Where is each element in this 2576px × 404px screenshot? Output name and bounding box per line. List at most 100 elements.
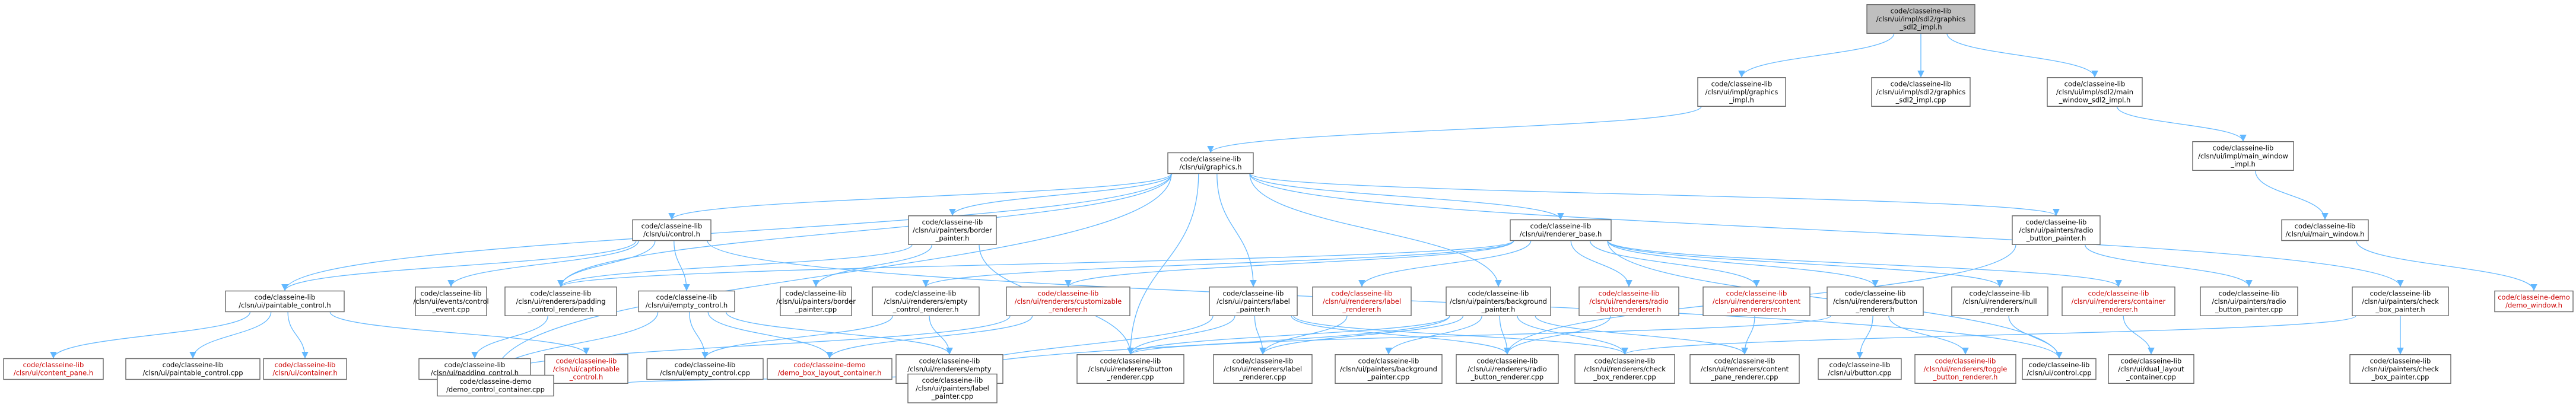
include-edge <box>1065 240 1514 288</box>
node-box <box>1866 4 1975 34</box>
include-edge <box>701 316 893 359</box>
graph-node-renderer-base-h[interactable]: code/classeine-lib/clsn/ui/renderer_base… <box>1510 219 1612 241</box>
node-label-line: /demo_box_layout_container.h <box>778 369 882 377</box>
graph-node-demo-box-layout-container-h[interactable]: code/classeine-demo/demo_box_layout_cont… <box>767 358 892 380</box>
graph-node-toggle-button-renderer-h[interactable]: code/classeine-lib/clsn/ui/renderers/tog… <box>1914 354 2016 384</box>
node-label-line: code/classeine-lib <box>556 357 617 365</box>
graph-node-content-pane-renderer-h[interactable]: code/classeine-lib/clsn/ui/renderers/con… <box>1702 287 1810 316</box>
node-label-line: /clsn/ui/impl/sdl2/graphics <box>1876 15 1966 23</box>
node-label-line: /clsn/ui/painters/check <box>2362 365 2439 373</box>
graph-node-check-box-painter-h[interactable]: code/classeine-lib/clsn/ui/painters/chec… <box>2352 287 2449 316</box>
node-label-line: /clsn/ui/graphics.h <box>1179 163 1241 171</box>
node-box <box>2062 287 2175 316</box>
node-box <box>1312 287 1412 316</box>
node-box <box>1574 354 1675 384</box>
node-label-line: /clsn/ui/content_pane.h <box>14 369 93 377</box>
include-edge <box>1207 106 1702 153</box>
graph-node-check-box-painter-cpp[interactable]: code/classeine-lib/clsn/ui/painters/chec… <box>2349 354 2451 384</box>
graph-node-radio-button-painter-cpp[interactable]: code/classeine-lib/clsn/ui/painters/radi… <box>2200 287 2298 316</box>
node-label-line: _sdl2_impl.h <box>1899 23 1942 31</box>
graph-node-button-cpp[interactable]: code/classeine-lib/clsn/ui/button.cpp <box>1818 358 1902 380</box>
node-label-line: /clsn/ui/renderers/button <box>1088 365 1173 373</box>
graph-node-button-renderer-h[interactable]: code/classeine-lib/clsn/ui/renderers/but… <box>1827 287 1924 316</box>
graph-node-container-h[interactable]: code/classeine-lib/clsn/ui/container.h <box>263 358 347 380</box>
node-label-line: _renderer.h <box>2098 305 2137 313</box>
node-box <box>1006 287 1130 316</box>
node-label-line: /clsn/ui/renderers/content <box>1713 297 1801 306</box>
node-label-line: code/classeine-lib <box>2026 218 2087 226</box>
graph-node-dual-layout-container-cpp[interactable]: code/classeine-lib/clsn/ui/dual_layout_c… <box>2108 354 2194 384</box>
graph-node-content-pane-renderer-cpp[interactable]: code/classeine-lib/clsn/ui/renderers/con… <box>1689 354 1800 384</box>
node-label-line: code/classeine-demo <box>793 361 866 369</box>
graph-node-label-painter-h[interactable]: code/classeine-lib/clsn/ui/painters/labe… <box>1209 287 1298 316</box>
graph-node-sdl2-graphics-impl-cpp[interactable]: code/classeine-lib/clsn/ui/impl/sdl2/gra… <box>1871 77 1971 107</box>
include-edge <box>329 311 590 355</box>
graph-node-control-h[interactable]: code/classeine-lib/clsn/ui/control.h <box>632 219 712 241</box>
graph-node-graphics-impl-h[interactable]: code/classeine-lib/clsn/ui/impl/graphics… <box>1697 77 1786 107</box>
node-box <box>2352 287 2449 316</box>
graph-node-container-renderer-h[interactable]: code/classeine-lib/clsn/ui/renderers/con… <box>2062 287 2175 316</box>
graph-node-demo-control-container-cpp[interactable]: code/classeine-demo/demo_control_contain… <box>437 374 554 397</box>
graph-node-main-window-h[interactable]: code/classeine-lib/clsn/ui/main_window.h <box>2281 219 2369 241</box>
node-label-line: /clsn/ui/renderers/label <box>1323 297 1401 306</box>
include-edge <box>812 244 933 287</box>
node-label-line: _button_renderer.cpp <box>1470 373 1543 381</box>
graph-node-empty-control-renderer-h[interactable]: code/classeine-lib/clsn/ui/renderers/emp… <box>872 287 980 316</box>
node-label-line: _renderer.cpp <box>1239 373 1287 381</box>
graph-node-background-painter-h[interactable]: code/classeine-lib/clsn/ui/painters/back… <box>1446 287 1551 316</box>
node-label-line: /clsn/ui/painters/check <box>2362 297 2439 306</box>
graph-node-empty-control-cpp[interactable]: code/classeine-lib/clsn/ui/empty_control… <box>646 358 764 380</box>
include-edge <box>1127 315 1831 355</box>
node-label-line: /clsn/ui/painters/background <box>1450 297 1547 306</box>
include-edge <box>1291 316 1511 355</box>
graph-node-main-window-impl-h[interactable]: code/classeine-lib/clsn/ui/impl/main_win… <box>2192 141 2294 171</box>
graph-node-paintable-control-cpp[interactable]: code/classeine-lib/clsn/ui/paintable_con… <box>125 358 261 380</box>
node-box <box>1951 287 2048 316</box>
graph-node-radio-button-renderer-cpp[interactable]: code/classeine-lib/clsn/ui/renderers/rad… <box>1456 354 1559 384</box>
include-edge <box>668 173 1172 220</box>
graph-node-customizable-renderer-h[interactable]: code/classeine-lib/clsn/ui/renderers/cus… <box>1006 287 1130 316</box>
node-label-line: code/classeine-lib <box>1233 357 1294 365</box>
include-edge <box>1216 173 1257 287</box>
graph-node-content-pane-h[interactable]: code/classeine-lib/clsn/ui/content_pane.… <box>3 358 104 380</box>
graph-node-label-painter-cpp[interactable]: code/classeine-lib/clsn/ui/painters/labe… <box>907 373 998 403</box>
node-label-line: code/classeine-lib <box>922 218 983 226</box>
graph-node-padding-control-renderer-h[interactable]: code/classeine-lib/clsn/ui/renderers/pad… <box>504 287 617 316</box>
graph-node-null-renderer-h[interactable]: code/classeine-lib/clsn/ui/renderers/nul… <box>1951 287 2048 316</box>
graph-node-sdl2-graphics-impl-h[interactable]: code/classeine-lib/clsn/ui/impl/sdl2/gra… <box>1866 4 1975 34</box>
include-edge <box>1293 315 1628 355</box>
node-label-line: code/classeine-lib <box>1100 357 1161 365</box>
graph-node-check-box-renderer-cpp[interactable]: code/classeine-lib/clsn/ui/renderers/che… <box>1574 354 1675 384</box>
graph-node-empty-control-h[interactable]: code/classeine-lib/clsn/ui/empty_control… <box>638 290 735 313</box>
node-label-line: code/classeine-lib <box>1477 357 1538 365</box>
node-box <box>2349 354 2451 384</box>
node-label-line: /clsn/ui/renderer_base.h <box>1520 230 1602 238</box>
graph-node-label-renderer-cpp[interactable]: code/classeine-lib/clsn/ui/renderers/lab… <box>1213 354 1313 384</box>
node-label-line: _renderer.h <box>1855 305 1894 313</box>
node-label-line: code/classeine-demo <box>459 377 532 386</box>
graph-node-paintable-control-h[interactable]: code/classeine-lib/clsn/ui/paintable_con… <box>225 290 345 313</box>
graph-node-background-painter-cpp[interactable]: code/classeine-lib/clsn/ui/painters/back… <box>1335 354 1443 384</box>
graph-node-control-cpp[interactable]: code/classeine-lib/clsn/ui/control.cpp <box>2022 358 2097 380</box>
include-edge <box>826 316 1033 359</box>
graph-node-border-painter-cpp[interactable]: code/classeine-lib/clsn/ui/painters/bord… <box>776 287 856 316</box>
graph-node-captionable-control-h[interactable]: code/classeine-lib/clsn/ui/captionable_c… <box>544 354 628 384</box>
include-edge <box>2255 170 2329 220</box>
graph-node-sdl2-main-window-impl-h[interactable]: code/classeine-lib/clsn/ui/impl/sdl2/mai… <box>2047 77 2143 107</box>
include-edge <box>1607 240 1879 287</box>
graph-node-demo-window-h[interactable]: code/classeine-demo/demo_window.h <box>2494 290 2574 313</box>
graph-node-border-painter-h[interactable]: code/classeine-lib/clsn/ui/painters/bord… <box>908 215 997 245</box>
include-edge <box>557 240 1514 288</box>
include-edge <box>1607 240 2003 287</box>
node-label-line: /clsn/ui/painters/radio <box>2212 297 2286 306</box>
graph-node-label-renderer-h[interactable]: code/classeine-lib/clsn/ui/renderers/lab… <box>1312 287 1412 316</box>
graph-node-graphics-h[interactable]: code/classeine-lib/clsn/ui/graphics.h <box>1167 152 1254 174</box>
node-label-line: code/classeine-lib <box>1711 79 1773 88</box>
graph-node-button-renderer-cpp[interactable]: code/classeine-lib/clsn/ui/renderers/but… <box>1076 354 1184 384</box>
node-label-line: code/classeine-lib <box>531 289 592 297</box>
node-label-line: _button_renderer.h <box>1933 373 1998 381</box>
graph-node-events-control-event-cpp[interactable]: code/classeine-lib/clsn/ui/events/contro… <box>413 287 489 316</box>
graph-node-radio-button-painter-h[interactable]: code/classeine-lib/clsn/ui/painters/radi… <box>2012 215 2101 245</box>
graph-node-radio-button-renderer-h[interactable]: code/classeine-lib/clsn/ui/renderers/rad… <box>1578 287 1679 316</box>
node-box <box>263 358 347 380</box>
